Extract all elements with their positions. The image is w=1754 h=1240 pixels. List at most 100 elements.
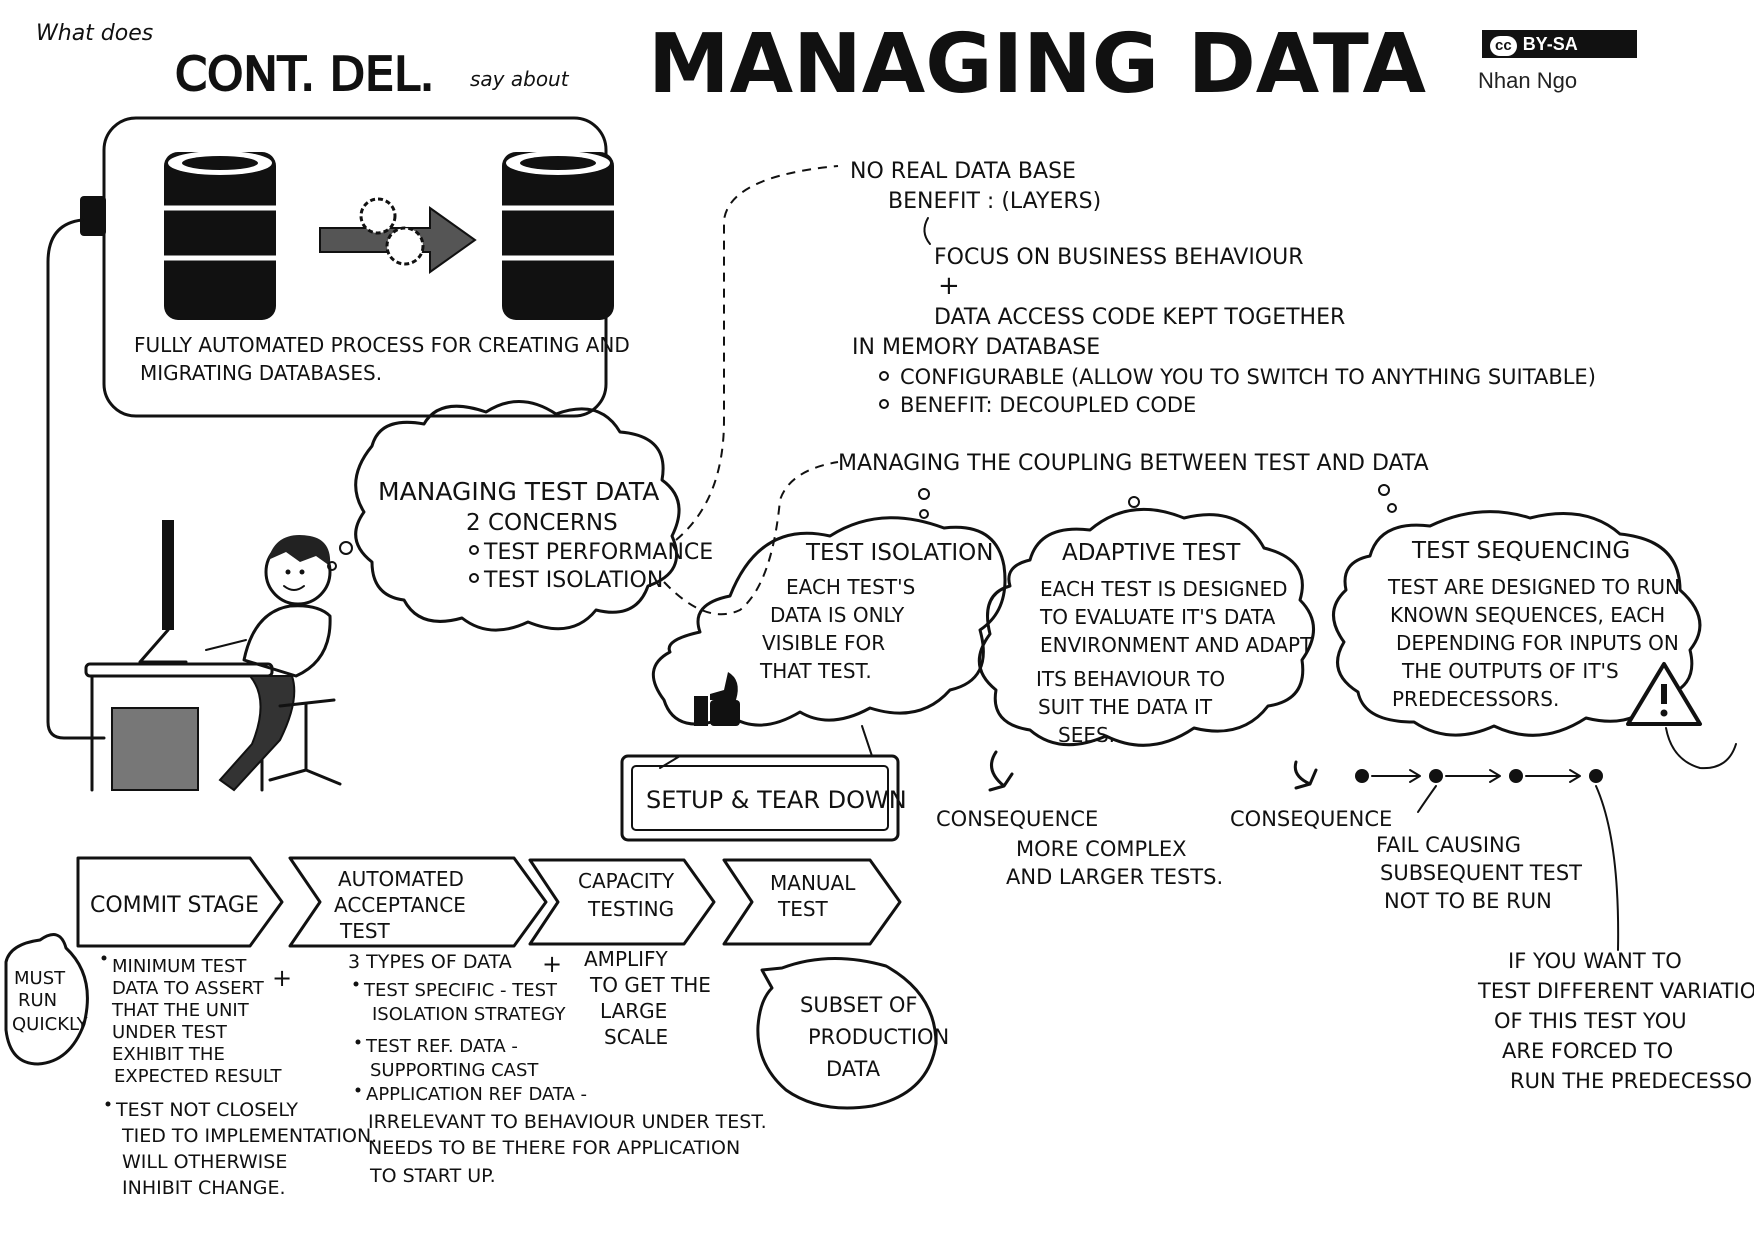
page-title: MANAGING DATA: [648, 17, 1427, 112]
commit-note-line: MINIMUM TEST: [112, 956, 247, 977]
commit-note-line: TIED TO IMPLEMENTATION.: [121, 1125, 377, 1147]
capacity-notes: AMPLIFY TO GET THE LARGE SCALE: [584, 947, 711, 1049]
isolation-line: THAT TEST.: [759, 659, 872, 683]
isolation-line: DATA IS ONLY: [770, 603, 905, 627]
isolation-connector: [663, 461, 839, 616]
fail-line: FAIL CAUSING: [1376, 833, 1521, 857]
fail-line: SUBSEQUENT TEST: [1380, 861, 1582, 885]
must-run-line: MUST: [14, 968, 66, 989]
gear-icon: [385, 226, 425, 266]
sequencing-line: THE OUTPUTS OF IT'S: [1401, 659, 1619, 683]
isolation-line: VISIBLE FOR: [762, 631, 885, 655]
acceptance-line: SUPPORTING CAST: [370, 1060, 539, 1081]
author-name: Nhan Ngo: [1478, 68, 1578, 93]
acceptance-line: IRRELEVANT TO BEHAVIOUR UNDER TEST.: [368, 1111, 767, 1133]
adaptive-line: SEES.: [1058, 723, 1115, 747]
commit-note-line: EXHIBIT THE: [112, 1044, 225, 1065]
computer-tower-icon: [111, 707, 199, 791]
capacity-line: AMPLIFY: [584, 947, 669, 971]
plus-sign: +: [938, 271, 960, 301]
acceptance-line: NEEDS TO BE THERE FOR APPLICATION: [368, 1137, 740, 1159]
commit-note-line: DATA TO ASSERT: [112, 978, 265, 999]
test-isolation-title: TEST ISOLATION: [805, 540, 993, 566]
sequencing-line: DEPENDING FOR INPUTS ON: [1396, 631, 1679, 655]
manual-line: DATA: [826, 1057, 881, 1081]
must-run-line: RUN: [18, 990, 57, 1011]
acceptance-line: TO START UP.: [369, 1165, 496, 1187]
commit-note-line: TEST NOT CLOSELY: [115, 1099, 298, 1121]
fail-line: NOT TO BE RUN: [1384, 889, 1552, 913]
in-memory-bullet: BENEFIT: DECOUPLED CODE: [900, 393, 1196, 417]
acceptance-notes: 3 TYPES OF DATA + TEST SPECIFIC - TEST I…: [348, 950, 767, 1187]
manual-line: SUBSET OF: [800, 993, 917, 1017]
coupling-title: MANAGING THE COUPLING BETWEEN TEST AND D…: [838, 451, 1429, 476]
commit-note-line: THAT THE UNIT: [111, 1000, 250, 1021]
setup-label: SETUP & TEAR DOWN: [646, 786, 907, 814]
adaptive-test-title: ADAPTIVE TEST: [1062, 540, 1241, 566]
concern-item: TEST ISOLATION: [483, 568, 663, 593]
person-at-desk-illustration: [84, 520, 342, 792]
manual-notes-bubble: SUBSET OF PRODUCTION DATA: [756, 956, 949, 1110]
sequencing-line: PREDECESSORS.: [1392, 687, 1559, 711]
adaptive-line: SUIT THE DATA IT: [1038, 695, 1213, 719]
concern-item: TEST PERFORMANCE: [483, 540, 713, 565]
adaptive-line: ITS BEHAVIOUR TO: [1036, 667, 1225, 691]
plus-sign: +: [272, 964, 292, 992]
consequence-label: CONSEQUENCE: [936, 807, 1098, 831]
warning-icon: [1626, 662, 1737, 770]
performance-connector: [675, 165, 839, 541]
monitor-icon: [162, 520, 174, 630]
setup-teardown-box: SETUP & TEAR DOWN: [620, 725, 907, 842]
in-memory-bullet: CONFIGURABLE (ALLOW YOU TO SWITCH TO ANY…: [900, 365, 1596, 389]
variation-line: OF THIS TEST YOU: [1494, 1009, 1687, 1033]
acceptance-line: APPLICATION REF DATA -: [366, 1084, 587, 1105]
commit-note-line: INHIBIT CHANGE.: [122, 1177, 286, 1199]
isolation-line: EACH TEST'S: [786, 575, 915, 599]
pipeline-stage-commit: [76, 856, 284, 948]
commit-notes: MINIMUM TEST DATA TO ASSERT THAT THE UNI…: [101, 955, 377, 1199]
commit-note-line: WILL OTHERWISE: [122, 1151, 287, 1173]
variation-line: ARE FORCED TO: [1502, 1039, 1673, 1063]
plus-sign: +: [542, 950, 562, 978]
desk: [84, 662, 274, 678]
header: What does CONT. DEL. say about MANAGING …: [36, 17, 1427, 112]
commit-note-line: EXPECTED RESULT: [114, 1066, 282, 1087]
must-run-bubble: MUST RUN QUICKLY: [4, 933, 89, 1066]
pipeline-stage-manual: [722, 858, 902, 946]
focus-text: FOCUS ON BUSINESS BEHAVIOUR: [934, 245, 1304, 270]
in-memory-text: IN MEMORY DATABASE: [852, 335, 1100, 360]
variations-note: IF YOU WANT TO TEST DIFFERENT VARIATIONS…: [1477, 949, 1754, 1093]
consequence-line: MORE COMPLEX: [1016, 837, 1187, 861]
database-source-icon: [164, 151, 276, 320]
say-about-text: say about: [470, 67, 570, 91]
acceptance-header: 3 TYPES OF DATA: [348, 951, 512, 973]
sequence-chain: [1355, 769, 1620, 951]
stage-label: COMMIT STAGE: [90, 893, 259, 918]
test-data-title: MANAGING TEST DATA: [378, 477, 659, 506]
stage-label: TEST: [339, 919, 391, 943]
performance-notes: NO REAL DATA BASE BENEFIT : (LAYERS) FOC…: [850, 159, 1596, 417]
consequence-label: CONSEQUENCE: [1230, 807, 1392, 831]
migration-arrow-icon: [319, 197, 477, 274]
curved-arrow-icon: [988, 750, 1014, 792]
benefit-text: BENEFIT : (LAYERS): [888, 189, 1101, 214]
sequencing-line: KNOWN SEQUENCES, EACH: [1390, 603, 1665, 627]
what-does-text: What does: [36, 21, 153, 46]
adaptive-line: TO EVALUATE IT'S DATA: [1039, 605, 1276, 629]
must-run-line: QUICKLY: [12, 1014, 89, 1035]
curved-arrow-icon: [1293, 760, 1318, 790]
gear-icon: [359, 197, 397, 235]
variation-line: IF YOU WANT TO: [1508, 949, 1682, 973]
stage-label: ACCEPTANCE: [334, 893, 466, 917]
power-cable: [46, 218, 106, 740]
stage-label: TESTING: [587, 897, 674, 921]
pipeline: COMMIT STAGE AUTOMATED ACCEPTANCE TEST C…: [76, 856, 902, 948]
acceptance-line: TEST SPECIFIC - TEST: [363, 980, 558, 1001]
cc-icon: cc: [1490, 36, 1517, 56]
adaptive-line: EACH TEST IS DESIGNED: [1040, 577, 1288, 601]
adaptive-line: ENVIRONMENT AND ADAPT: [1040, 633, 1313, 657]
no-real-db-text: NO REAL DATA BASE: [850, 159, 1076, 184]
acceptance-line: ISOLATION STRATEGY: [372, 1004, 566, 1025]
